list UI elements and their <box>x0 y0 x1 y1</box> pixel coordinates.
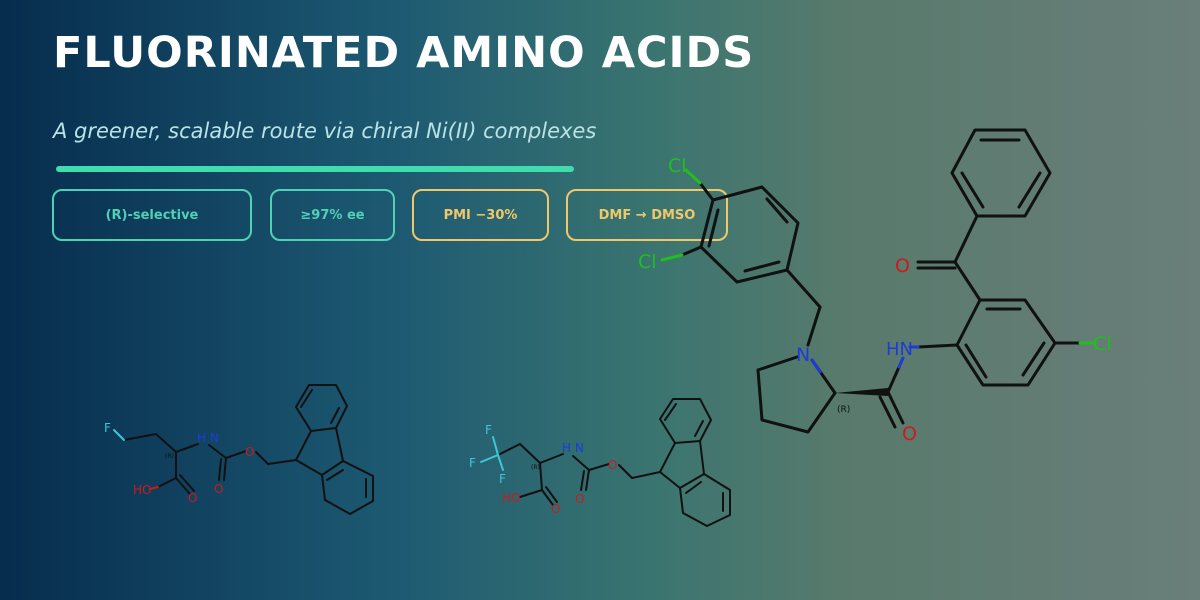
oxygen-atom-label: O <box>895 255 910 277</box>
badge-r-selective: (R)-selective <box>52 189 252 241</box>
stereocenter-label: (R) <box>531 464 540 471</box>
fluorine-atom-label: F <box>469 456 476 470</box>
oxygen-atom-label: O <box>551 502 560 516</box>
page-subtitle: A greener, scalable route via chiral Ni(… <box>53 119 597 143</box>
stereocenter-label: (R) <box>165 453 174 460</box>
badge-solvent: DMF → DMSO <box>566 189 728 241</box>
oxygen-atom-label: O <box>575 492 584 506</box>
nh-atom-label: H N <box>562 441 584 455</box>
badge-pmi: PMI −30% <box>412 189 549 241</box>
accent-divider <box>56 166 574 172</box>
nitrogen-atom-label: N <box>796 344 810 366</box>
oxygen-atom-label: O <box>188 491 197 505</box>
oxygen-atom-label: O <box>214 482 223 496</box>
fluorine-atom-label: F <box>485 423 492 437</box>
chlorine-atom-label: Cl <box>638 251 657 273</box>
hydroxyl-atom-label: HO <box>502 491 520 505</box>
chlorine-atom-label: Cl <box>1093 333 1112 355</box>
oxygen-atom-label: O <box>902 423 917 445</box>
badge-ee: ≥97% ee <box>270 189 395 241</box>
oxygen-atom-label: O <box>608 458 617 472</box>
fluorine-atom-label: F <box>104 421 111 435</box>
oxygen-atom-label: O <box>245 445 254 459</box>
hydroxyl-atom-label: HO <box>133 483 151 497</box>
fluorine-atom-label: F <box>499 472 506 486</box>
nh-atom-label: H N <box>197 431 219 445</box>
page-title: FLUORINATED AMINO ACIDS <box>53 28 755 78</box>
nh-atom-label: HN <box>886 339 913 360</box>
stereocenter-label: (R) <box>837 405 850 415</box>
chlorine-atom-label: Cl <box>668 155 687 177</box>
